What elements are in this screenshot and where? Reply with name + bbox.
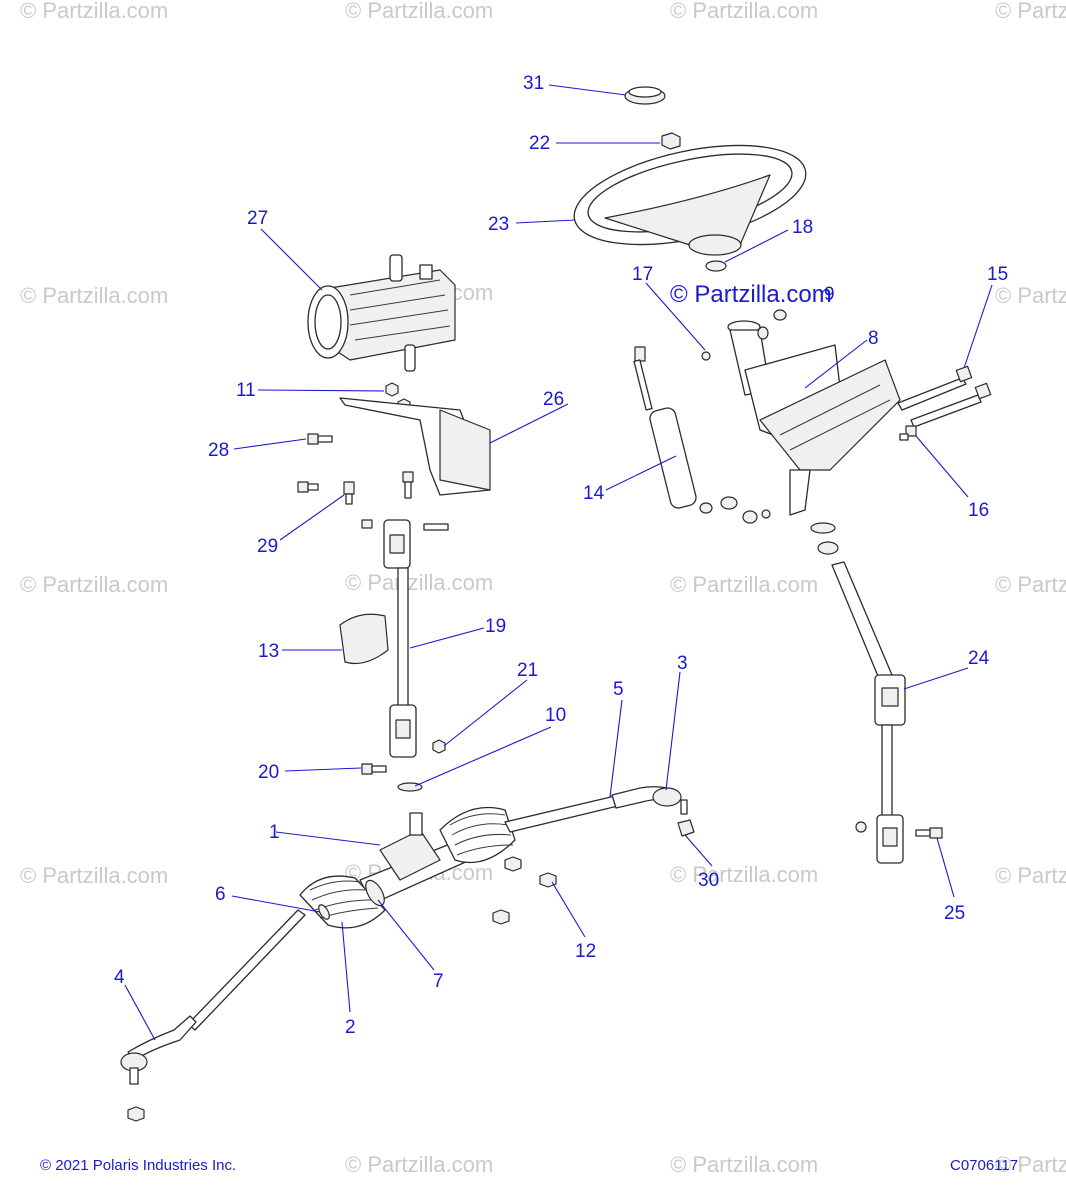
power-steering-unit — [307, 254, 456, 372]
steering-wheel-cap — [624, 86, 666, 105]
callout-10: 10 — [545, 705, 566, 726]
callout-7: 7 — [433, 971, 444, 992]
watermark: © Partzilla.com — [995, 283, 1066, 308]
watermark: © Partzilla.com — [345, 1152, 493, 1177]
steering-wheel — [573, 144, 807, 256]
callout-6: 6 — [215, 884, 226, 905]
callout-5: 5 — [613, 679, 624, 700]
diagram-code: C0706117 — [950, 1157, 1018, 1174]
callout-12: 12 — [575, 941, 596, 962]
watermark-layer: © Partzilla.com © Partzilla.com © Partzi… — [20, 0, 1066, 1177]
watermark: © Partzilla.com — [995, 863, 1066, 888]
callout-17: 17 — [632, 264, 653, 285]
watermark: © Partzilla.com — [995, 572, 1066, 597]
bushing — [742, 510, 758, 524]
watermark: © Partzilla.com — [670, 862, 818, 887]
nut — [385, 382, 399, 397]
boot-clamp — [318, 904, 330, 920]
callout-26: 26 — [543, 389, 564, 410]
bolt — [915, 827, 943, 839]
parts-layer — [120, 86, 992, 1122]
bolt — [899, 425, 917, 441]
watermark: © Partzilla.com — [20, 863, 168, 888]
callout-3: 3 — [677, 653, 688, 674]
intermediate-shaft — [361, 519, 449, 758]
callout-25: 25 — [944, 903, 965, 924]
callout-28: 28 — [208, 440, 229, 461]
bushing — [817, 541, 839, 555]
jam-nut — [677, 819, 695, 837]
callout-20: 20 — [258, 762, 279, 783]
bushing — [810, 522, 836, 534]
callout-labels: 1 2 3 4 5 6 7 8 9 10 11 12 13 14 15 16 1… — [114, 73, 1008, 1038]
watermark: © Partzilla.com — [345, 570, 493, 595]
callout-27: 27 — [247, 208, 268, 229]
steering-rack-assembly — [120, 786, 688, 1085]
mounting-bracket — [339, 397, 491, 496]
nut — [127, 1106, 145, 1122]
watermark: © Partzilla.com — [670, 1152, 818, 1177]
callout-13: 13 — [258, 641, 279, 662]
bolt — [307, 433, 333, 445]
callout-9: 9 — [824, 284, 835, 305]
steering-wheel-nut — [661, 132, 681, 150]
callout-30: 30 — [698, 870, 719, 891]
callout-18: 18 — [792, 217, 813, 238]
nut — [504, 856, 522, 872]
watermark: © Partzilla.com — [670, 0, 818, 23]
callout-1: 1 — [269, 822, 280, 843]
gas-strut — [633, 346, 713, 514]
copyright-text: © 2021 Polaris Industries Inc. — [40, 1157, 236, 1174]
watermark: © Partzilla.com — [995, 1152, 1066, 1177]
callout-11: 11 — [236, 380, 256, 401]
watermark: © Partzilla.com — [670, 572, 818, 597]
leader-lines — [124, 84, 993, 1041]
bushing — [720, 496, 738, 510]
callout-31: 31 — [523, 73, 544, 94]
callout-8: 8 — [868, 328, 879, 349]
callout-4: 4 — [114, 967, 125, 988]
nut — [761, 509, 771, 519]
watermark: © Partzilla.com — [20, 572, 168, 597]
dust-cover — [339, 613, 389, 665]
bushing — [705, 260, 727, 272]
watermark: © Partzilla.com — [995, 0, 1066, 23]
callout-15: 15 — [987, 264, 1008, 285]
watermark: © Partzilla.com — [345, 0, 493, 23]
callout-16: 16 — [968, 500, 989, 521]
screw — [701, 351, 711, 361]
steering-column-shaft — [831, 561, 906, 864]
steering-column-mount — [727, 309, 901, 516]
callout-22: 22 — [529, 133, 550, 154]
bolt — [361, 763, 387, 775]
watermark: © Partzilla.com — [20, 283, 168, 308]
bolt — [897, 365, 992, 428]
callout-21: 21 — [517, 660, 538, 681]
nut — [432, 739, 446, 754]
nut — [492, 909, 510, 925]
callout-23: 23 — [488, 214, 509, 235]
callout-24: 24 — [968, 648, 990, 669]
callout-2: 2 — [345, 1017, 356, 1038]
callout-14: 14 — [583, 483, 605, 504]
watermark: © Partzilla.com — [20, 0, 168, 23]
bolt — [297, 471, 414, 505]
nut — [539, 872, 557, 888]
callout-29: 29 — [257, 536, 278, 557]
brand-watermark: © Partzilla.com — [670, 281, 832, 308]
callout-19: 19 — [485, 616, 506, 637]
